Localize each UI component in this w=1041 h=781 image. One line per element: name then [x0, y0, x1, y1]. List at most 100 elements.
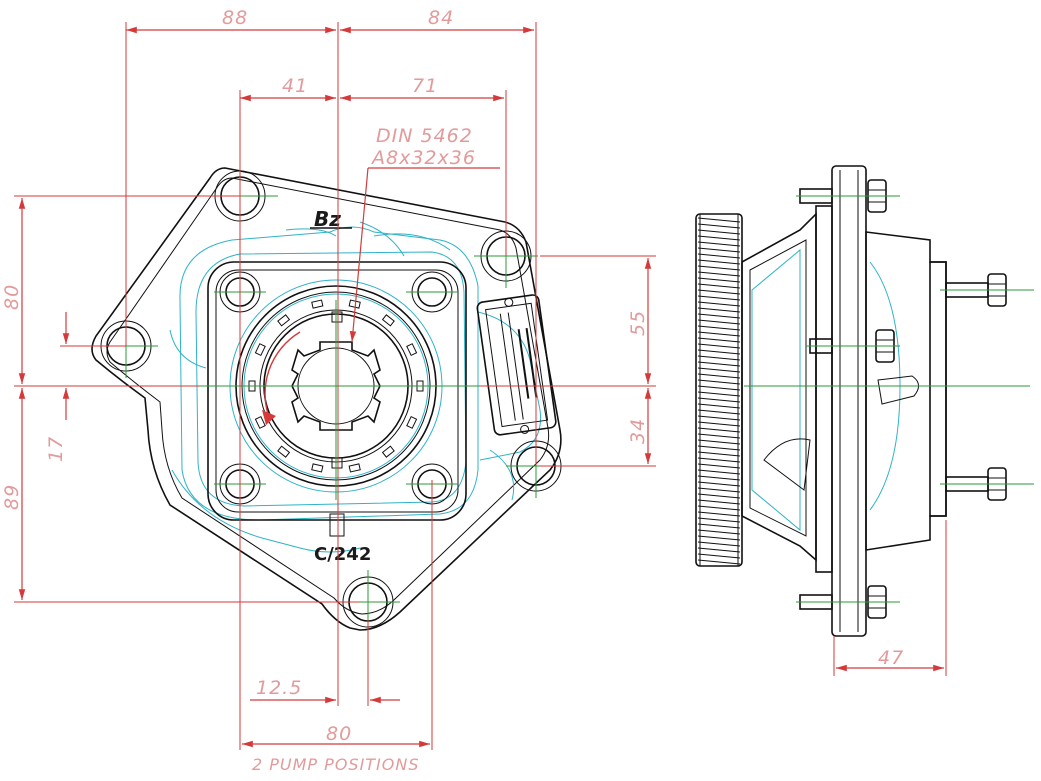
gear-tooth [697, 475, 741, 481]
spline-tooth [381, 314, 395, 327]
dim-text-89: 89 [1, 484, 23, 510]
gear-tooth [697, 439, 741, 445]
dim-text-55: 55 [627, 310, 649, 336]
gear-tooth [697, 421, 741, 427]
gear-tooth [697, 535, 741, 541]
gear-tooth [697, 553, 741, 559]
gear-tooth [697, 391, 741, 397]
gear-tooth [697, 505, 741, 511]
spline-tooth [277, 314, 291, 327]
gear-tooth [697, 427, 741, 433]
gear-tooth [697, 373, 741, 379]
side-housing-face [929, 261, 947, 517]
gear-tooth [697, 493, 741, 499]
spline-tooth [311, 299, 324, 309]
gear-tooth [697, 451, 741, 457]
gear-tooth [697, 481, 741, 487]
side-rib [763, 438, 811, 491]
gear-tooth [697, 499, 741, 505]
flange-outline [91, 167, 562, 631]
gear-tooth [697, 529, 741, 535]
gear-tooth [697, 409, 741, 415]
hub-body-inner [749, 239, 807, 537]
gear-tooth [697, 547, 741, 553]
gear-tooth [697, 229, 741, 235]
pump-positions-text: 2 PUMP POSITIONS [252, 755, 420, 774]
gear-tooth [697, 235, 741, 241]
side-flange-main [831, 165, 867, 637]
spline-tooth [348, 463, 361, 473]
hub-body [741, 212, 817, 562]
side-view: 47 [695, 165, 1034, 676]
gear-tooth [697, 217, 741, 223]
gear-tooth [697, 343, 741, 349]
dim-text-34: 34 [627, 418, 649, 444]
callout-din-text: DIN 5462 [376, 125, 473, 147]
gear-tooth [697, 307, 741, 313]
key-bottom [331, 457, 343, 469]
gear-tooth [697, 259, 741, 265]
brand-logo: Bz [310, 207, 352, 231]
dim-text-41: 41 [282, 75, 308, 97]
dim-text-84: 84 [428, 7, 454, 29]
gear-tooth [697, 445, 741, 451]
gear-tooth [697, 469, 741, 475]
gear-tooth [697, 253, 741, 259]
gear-tooth [697, 223, 741, 229]
gear-tooth [697, 367, 741, 373]
dim-text-17: 17 [45, 436, 67, 462]
square-adapter-inner [215, 269, 459, 513]
gear-tooth [697, 295, 741, 301]
gear-tooth [697, 313, 741, 319]
model-code-label: C/242 [314, 544, 371, 565]
gear-tooth [697, 325, 741, 331]
brand-mark-text: Bz [314, 207, 341, 231]
gear-tooth [697, 241, 741, 247]
dim-text-80-left: 80 [1, 284, 23, 310]
gear-tooth [697, 397, 741, 403]
gear-tooth [697, 415, 741, 421]
key-top [331, 311, 343, 323]
gear-tooth [697, 361, 741, 367]
spline-tooth [277, 445, 291, 458]
dim-text-12-5: 12.5 [256, 677, 302, 699]
gear-tooth [697, 559, 741, 565]
gear-teeth [697, 214, 741, 566]
callout-spline-size-text: A8x32x36 [370, 147, 476, 169]
gear-tooth [697, 463, 741, 469]
dim-text-80-bottom: 80 [326, 723, 352, 745]
callout-leader [349, 167, 369, 343]
gear-tooth [697, 319, 741, 325]
gear-tooth [697, 247, 741, 253]
front-dimensions: 88 84 41 71 DIN 5462 A8x32x36 12.5 80 2 … [1, 7, 656, 774]
gear-tooth [697, 331, 741, 337]
dim-text-47: 47 [878, 647, 904, 669]
spline-tooth [406, 343, 418, 357]
front-view: Bz C/242 [91, 167, 562, 631]
gear-tooth [697, 355, 741, 361]
rotation-arrowhead-icon [262, 410, 276, 425]
hub-hidden [751, 248, 801, 532]
hidden-contours [169, 221, 542, 553]
rotation-arrow [264, 331, 301, 421]
spline-tooth [254, 343, 266, 357]
side-slot [877, 375, 919, 405]
splined-bore [291, 341, 381, 431]
spline-tooth [406, 415, 418, 429]
dim-text-71: 71 [412, 75, 438, 97]
spline-tooth [381, 445, 395, 458]
gear-tooth [697, 349, 741, 355]
gear-tooth [697, 289, 741, 295]
gear-tooth [697, 277, 741, 283]
key-slot [329, 513, 345, 537]
spline-tooth [311, 463, 324, 473]
gear-tooth [697, 265, 741, 271]
gear-tooth [697, 511, 741, 517]
gear-tooth [697, 517, 741, 523]
gear-tooth [697, 403, 741, 409]
gear-tooth [697, 301, 741, 307]
gear-tooth [697, 379, 741, 385]
gear-tooth [697, 283, 741, 289]
square-adapter [207, 261, 467, 521]
